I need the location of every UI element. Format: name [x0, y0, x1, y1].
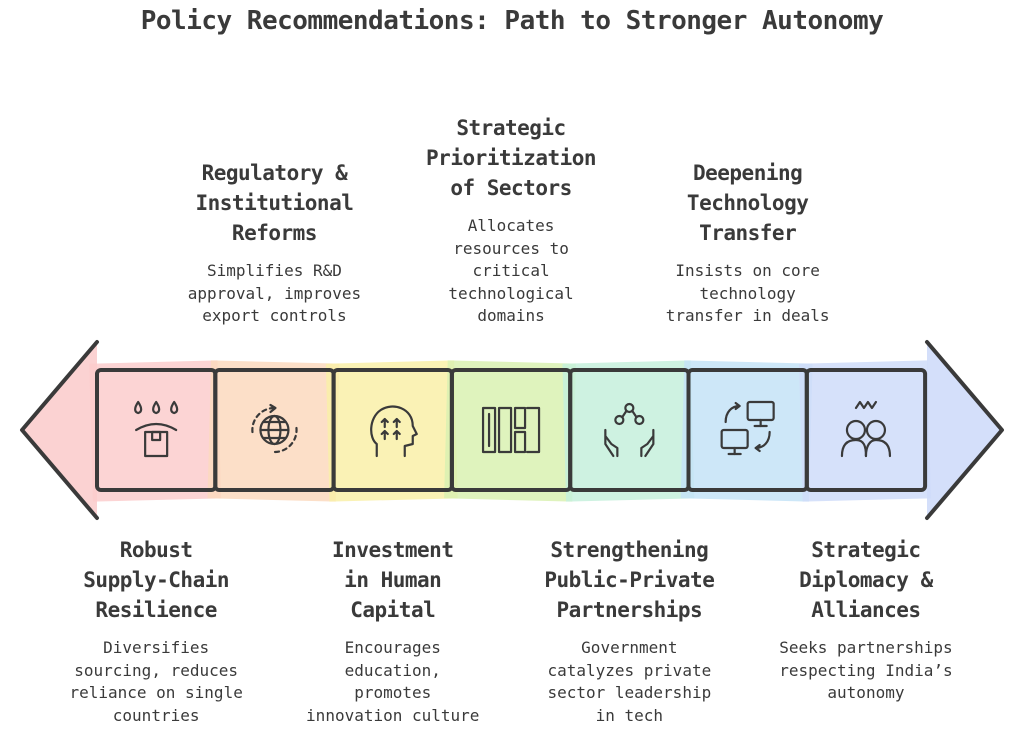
step-heading-line: Capital	[350, 598, 436, 622]
step-heading-line: Robust	[119, 538, 193, 562]
step-heading-line: Transfer	[699, 221, 797, 245]
step-description-line: respecting India’s	[779, 660, 953, 680]
step-description-line: approval, improves	[187, 283, 362, 303]
step-description-line: education,	[344, 660, 441, 680]
step-heading-line: Strengthening	[550, 538, 709, 562]
step-description-line: export controls	[202, 306, 347, 325]
step-heading-line: Prioritization	[426, 146, 597, 170]
step-description-line: critical	[472, 261, 550, 280]
step-description: Insists on core technology transfer in dea…	[648, 260, 848, 328]
step-heading-line: Supply-Chain	[83, 568, 229, 592]
step-box-7	[804, 368, 928, 492]
step-description-line: transfer in deals	[665, 306, 830, 325]
step-description-line: autonomy	[827, 683, 905, 702]
step-description-line: Insists on core	[675, 261, 820, 280]
sector-blocks-icon	[481, 406, 541, 454]
step-description-line: Allocates	[467, 216, 555, 235]
step-description-line: catalyzes private	[547, 660, 712, 680]
step-description-line: reliance on single	[69, 683, 243, 702]
step-fill-3	[325, 360, 458, 502]
step-heading-line: Regulatory &	[201, 161, 348, 185]
screens-transfer-icon	[720, 400, 775, 456]
step-heading-line: Reforms	[231, 221, 318, 245]
step-description: Simplifies R&D approval, improves export c…	[174, 260, 374, 328]
step-description-line: Government	[581, 638, 678, 657]
step-description-line: promotes	[354, 683, 432, 702]
step-heading-line: Strategic	[811, 538, 921, 562]
step-description: Allocates resources to critical technologic…	[411, 215, 611, 328]
step-description: Government catalyzes private sector leader…	[529, 637, 729, 727]
step-description: Diversifies sourcing, reduces reliance on …	[56, 637, 256, 727]
step-description-line: domains	[477, 306, 545, 325]
step-description-line: in tech	[595, 705, 664, 725]
step-heading-line: Investment	[332, 538, 454, 562]
head-growth-icon	[370, 405, 418, 458]
step-heading-line: Alliances	[811, 598, 921, 622]
step-description-line: technology	[699, 283, 796, 303]
step-description-line: technological	[448, 283, 574, 303]
step-fill-5	[562, 360, 695, 502]
step-heading-line: Deepening	[692, 161, 803, 185]
step-description-line: Simplifies R&D	[207, 261, 342, 280]
step-description-line: resources to	[453, 238, 569, 258]
hands-network-icon	[604, 402, 655, 458]
step-description-line: sourcing, reduces	[74, 660, 239, 680]
step-description: Encourages education, promotes innovation c…	[293, 637, 493, 727]
step-heading-line: Technology	[686, 191, 809, 215]
people-alliance-icon	[840, 400, 892, 458]
step-description-line: countries	[112, 705, 200, 725]
step-description-line: sector leadership	[547, 683, 712, 702]
step-heading-line: Institutional	[195, 191, 354, 215]
arrow-band	[20, 340, 1004, 520]
globe-rotate-icon	[251, 403, 298, 454]
step-heading-line: Strategic	[456, 116, 566, 140]
step-heading-line: in Human	[344, 568, 442, 592]
step-description-line: Seeks partnerships	[779, 638, 953, 657]
diagram-title: Policy Recommendations: Path to Stronger…	[140, 6, 884, 36]
step-heading-line: Resilience	[95, 598, 217, 622]
cargo-rain-icon	[134, 400, 179, 458]
step-heading-line: Diplomacy &	[799, 568, 933, 592]
step-description-line: Diversifies	[103, 638, 210, 657]
step-heading-line: of Sectors	[450, 176, 572, 200]
step-description-line: innovation culture	[306, 705, 480, 725]
step-description: Seeks partnerships respecting India’s auto…	[766, 637, 966, 705]
step-heading-line: Partnerships	[556, 598, 703, 622]
step-description-line: Encourages	[344, 638, 441, 657]
step-heading-line: Public-Private	[544, 568, 715, 592]
